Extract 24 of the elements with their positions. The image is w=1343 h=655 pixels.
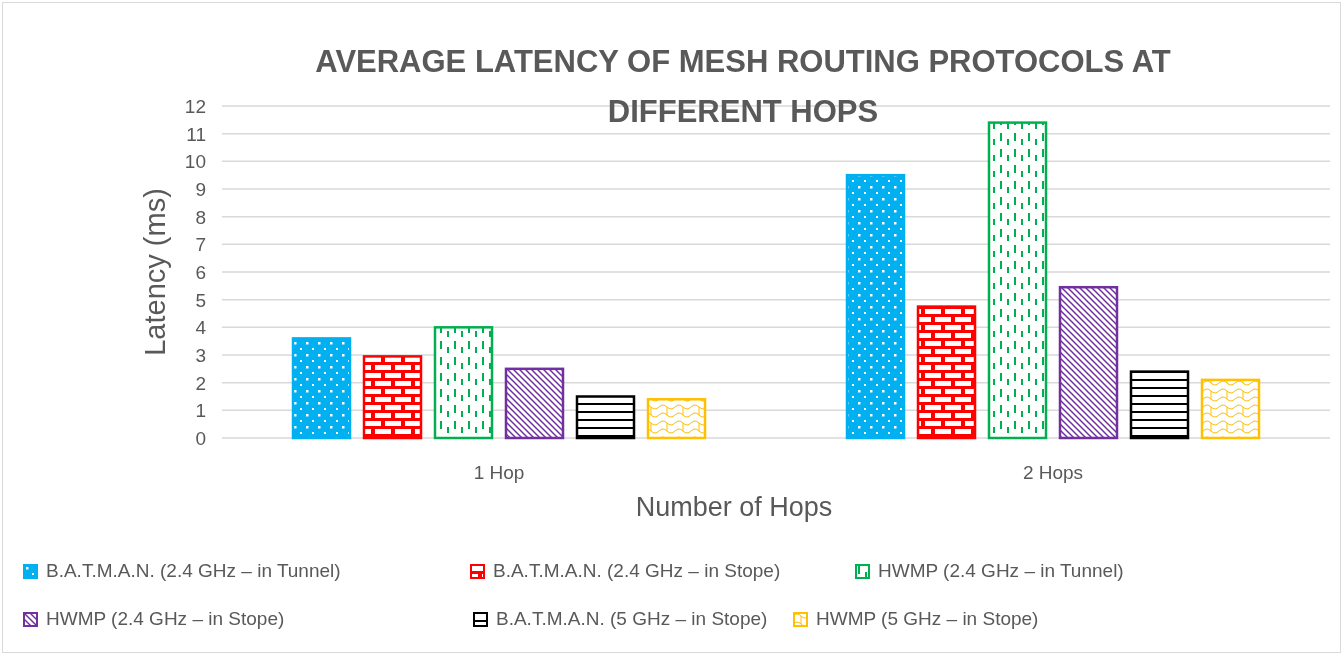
axis-tick-label: 3 [195,345,206,366]
legend-label: B.A.T.M.A.N. (5 GHz – in Stope) [496,608,768,630]
legend-label: HWMP (2.4 GHz – in Stope) [46,608,285,630]
axis-tick-label: 5 [195,289,206,311]
x-axis-title: Number of Hops [635,492,833,522]
axis-tick-label: 0 [195,428,206,449]
legend-label: B.A.T.M.A.N. (2.4 GHz – in Stope) [493,560,781,582]
axis-tick-label: 1 [195,400,206,422]
axis-tick-label: 10 [184,151,206,173]
legend-label: HWMP (2.4 GHz – in Tunnel) [878,560,1124,582]
axis-tick-label: 2 [195,372,206,394]
chart-title: AVERAGE LATENCY OF MESH ROUTING PROTOCOLS AT DIFFERENT HOPS [314,43,1172,131]
axis-tick-label: 4 [195,317,206,339]
axis-tick-label: 12 [184,96,206,117]
legend-label: HWMP (5 GHz – in Stope) [816,608,1039,630]
axis-tick-label: 9 [195,179,206,200]
y-axis-title: Latency (ms) [139,188,171,356]
axis-tick-label: 6 [195,262,206,283]
category-label: 2 Hops [1022,462,1084,483]
axis-tick-label: 11 [186,123,206,145]
axis-tick-label: 7 [195,234,206,256]
legend-label: B.A.T.M.A.N. (2.4 GHz – in Tunnel) [46,560,341,582]
axis-tick-label: 8 [195,206,206,228]
category-label: 1 Hop [473,462,525,483]
